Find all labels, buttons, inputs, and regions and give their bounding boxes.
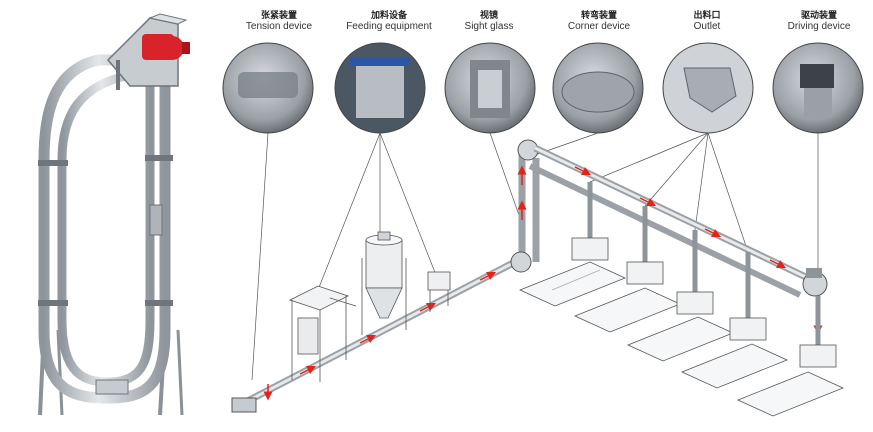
packing-station-2 <box>573 206 682 333</box>
photo-circles <box>222 42 864 134</box>
conveyor-system <box>231 139 828 413</box>
packing-station-4 <box>680 252 789 389</box>
label-en: Outlet <box>693 21 721 32</box>
label-en: Sight glass <box>464 21 514 32</box>
label-driving-device: 驱动装置 Driving device <box>764 10 873 33</box>
label-zh: 驱动装置 <box>800 10 837 20</box>
label-zh: 出料口 <box>693 10 721 20</box>
label-en: Feeding equipment <box>346 21 432 32</box>
label-zh: 转弯装置 <box>580 10 617 20</box>
packing-station-5 <box>736 296 845 417</box>
label-zh: 视镜 <box>479 10 498 20</box>
label-feeding-equipment: 加料设备 Feeding equipment <box>334 10 444 33</box>
packing-station-1 <box>518 182 627 307</box>
label-en: Driving device <box>787 21 851 32</box>
tubular-conveyor-elevation <box>38 13 190 416</box>
small-hopper <box>427 271 451 312</box>
label-corner-device: 转弯装置 Corner device <box>544 10 654 33</box>
leader-lines <box>251 132 819 381</box>
label-zh: 张紧装置 <box>260 10 297 20</box>
packing-stations <box>518 182 845 417</box>
packing-station-3 <box>626 230 735 362</box>
label-en: Corner device <box>567 21 631 32</box>
label-outlet: 出料口 Outlet <box>652 10 762 33</box>
label-en: Tension device <box>245 21 313 32</box>
label-tension-device: 张紧装置 Tension device <box>224 10 334 33</box>
label-zh: 加料设备 <box>370 10 407 20</box>
label-sight-glass: 视镜 Sight glass <box>434 10 544 33</box>
bag-dump-station <box>288 285 357 382</box>
feed-silo <box>361 231 407 335</box>
